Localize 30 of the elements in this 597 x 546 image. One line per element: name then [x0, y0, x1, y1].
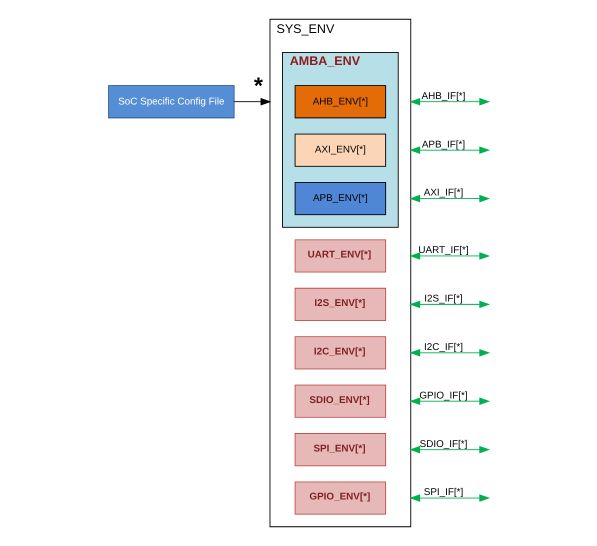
node-box: AXI_ENV[*] — [294, 134, 386, 167]
arrow — [408, 397, 490, 405]
node-box: AHB_ENV[*] — [294, 85, 386, 118]
edge-label: I2C_IF[*] — [424, 342, 462, 353]
edge-label: * — [253, 72, 262, 98]
edge-label: SDIO_IF[*] — [419, 438, 467, 450]
edge-label: UART_IF[*] — [418, 245, 468, 256]
node-box: SDIO_ENV[*] — [294, 384, 386, 418]
edge-label: AHB_IF[*] — [421, 90, 465, 102]
edge-label: I2S_IF[*] — [424, 294, 462, 305]
node-box: SoC Specific Config File — [108, 85, 234, 118]
edge-label: SPI_IF[*] — [423, 487, 463, 498]
arrow — [408, 194, 490, 202]
arrow — [408, 146, 490, 154]
edge-label: AXI_IF[*] — [423, 188, 463, 199]
arrow — [408, 494, 490, 502]
arrow — [408, 300, 490, 308]
node-box: GPIO_ENV[*] — [294, 481, 386, 515]
arrow — [408, 252, 490, 260]
node-box: UART_ENV[*] — [294, 239, 386, 273]
node-box: I2C_ENV[*] — [294, 336, 386, 370]
arrow — [408, 349, 490, 357]
arrow — [408, 98, 490, 106]
edge-label: APB_IF[*] — [421, 139, 465, 150]
edge-label: GPIO_IF[*] — [418, 390, 468, 402]
node-box: SPI_ENV[*] — [294, 433, 386, 466]
node-box: I2S_ENV[*] — [294, 288, 386, 321]
arrow — [408, 446, 490, 454]
arrow — [233, 98, 271, 106]
node-box: APB_ENV[*] — [294, 182, 386, 216]
